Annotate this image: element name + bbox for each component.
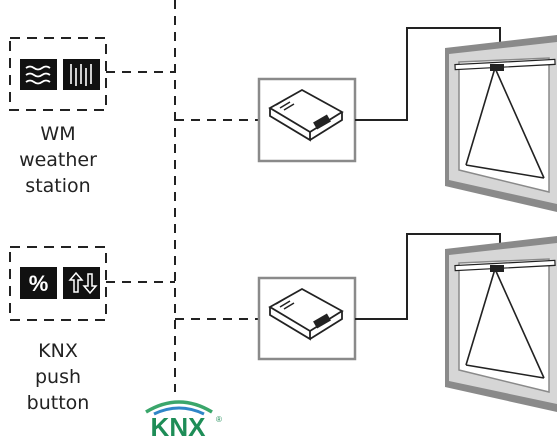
percent-icon: % (20, 267, 57, 299)
percent-glyph: % (29, 271, 49, 296)
push-button-device: % (9, 246, 107, 321)
weather-station-label-line-2: weather (19, 149, 97, 171)
knx-logo: KNX ® (145, 400, 222, 438)
push-button-label: KNX push button (14, 338, 102, 416)
weather-station-label-line-3: station (25, 175, 91, 197)
knx-logo-text: KNX (151, 412, 207, 438)
window-1 (445, 35, 557, 212)
window-2 (445, 236, 557, 412)
actuator-module-2 (257, 276, 357, 361)
actuator-module-1 (257, 77, 357, 163)
weather-station-device (9, 37, 107, 111)
push-button-label-line-1: KNX (38, 340, 78, 362)
weather-station-label-line-1: WM (40, 123, 76, 145)
push-button-label-line-3: button (26, 392, 90, 414)
push-button-label-line-2: push (34, 366, 82, 388)
knx-registered-mark: ® (216, 415, 222, 424)
rain-icon (63, 59, 100, 90)
weather-station-label: WM weather station (14, 121, 102, 199)
wind-icon (20, 59, 57, 90)
up-down-icon (63, 267, 100, 299)
